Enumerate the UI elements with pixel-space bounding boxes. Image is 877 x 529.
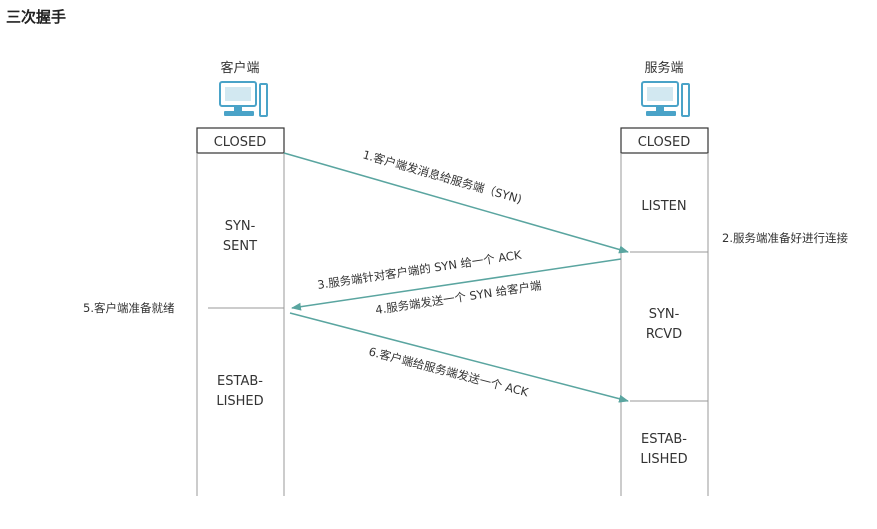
server-state-listen: LISTEN xyxy=(641,199,686,214)
message-step4: 4.服务端发送一个 SYN 给客户端 xyxy=(374,278,542,317)
client-state-established-line1: ESTAB- xyxy=(217,374,263,389)
client-state-established-line2: LISHED xyxy=(216,394,263,409)
server-state-established-line1: ESTAB- xyxy=(641,432,687,447)
client-state-closed-box xyxy=(196,127,285,154)
server-state-closed-box xyxy=(620,127,709,154)
client-state-closed: CLOSED xyxy=(214,135,267,150)
arrow-step6-ack xyxy=(289,312,629,403)
client-side-note: 5.客户端准备就绪 xyxy=(83,301,175,315)
arrow-step1-syn xyxy=(283,152,629,254)
client-label: 客户端 xyxy=(220,60,259,76)
server-side-note: 2.服务端准备好进行连接 xyxy=(722,231,848,245)
message-step1: 1.客户端发消息给服务端（SYN) xyxy=(361,147,523,206)
message-step6: 6.客户端给服务端发送一个 ACK xyxy=(367,344,530,399)
client-computer-icon xyxy=(219,81,268,117)
server-label: 服务端 xyxy=(644,60,683,76)
client-state-syn-sent-line1: SYN- xyxy=(225,219,256,234)
server-state-established-line2: LISHED xyxy=(640,452,687,467)
server-state-syn-rcvd-line2: RCVD xyxy=(646,327,682,342)
server-state-closed: CLOSED xyxy=(638,135,691,150)
arrow-step3-4-synack xyxy=(291,258,622,311)
server-state-syn-rcvd-line1: SYN- xyxy=(649,307,680,322)
server-computer-icon xyxy=(641,81,690,117)
client-state-syn-sent-line2: SENT xyxy=(223,239,257,254)
page-title: 三次握手 xyxy=(6,8,67,26)
